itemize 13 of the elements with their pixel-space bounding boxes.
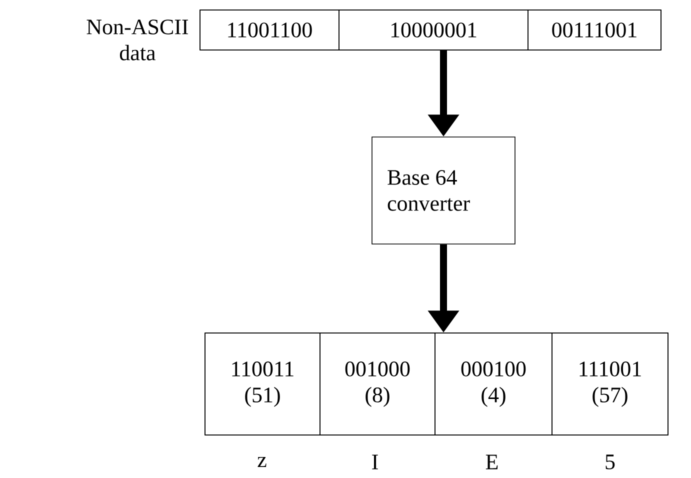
cell: 00111001 <box>528 10 662 50</box>
letter-label: I <box>372 454 378 470</box>
cell: 10000001 <box>338 10 528 50</box>
cell: 110011 (51) <box>204 332 320 436</box>
cell: 11001100 <box>200 10 340 50</box>
process-box: Base 64 converter <box>372 136 516 244</box>
letter-label: E <box>486 454 498 470</box>
letter-label: z <box>258 456 266 468</box>
cell: 111001 (57) <box>552 332 668 436</box>
cell: 000100 (4) <box>434 332 552 436</box>
side-label: Non-ASCII data <box>86 20 188 60</box>
cell: 001000 (8) <box>320 332 436 436</box>
letter-label: 5 <box>606 454 615 470</box>
